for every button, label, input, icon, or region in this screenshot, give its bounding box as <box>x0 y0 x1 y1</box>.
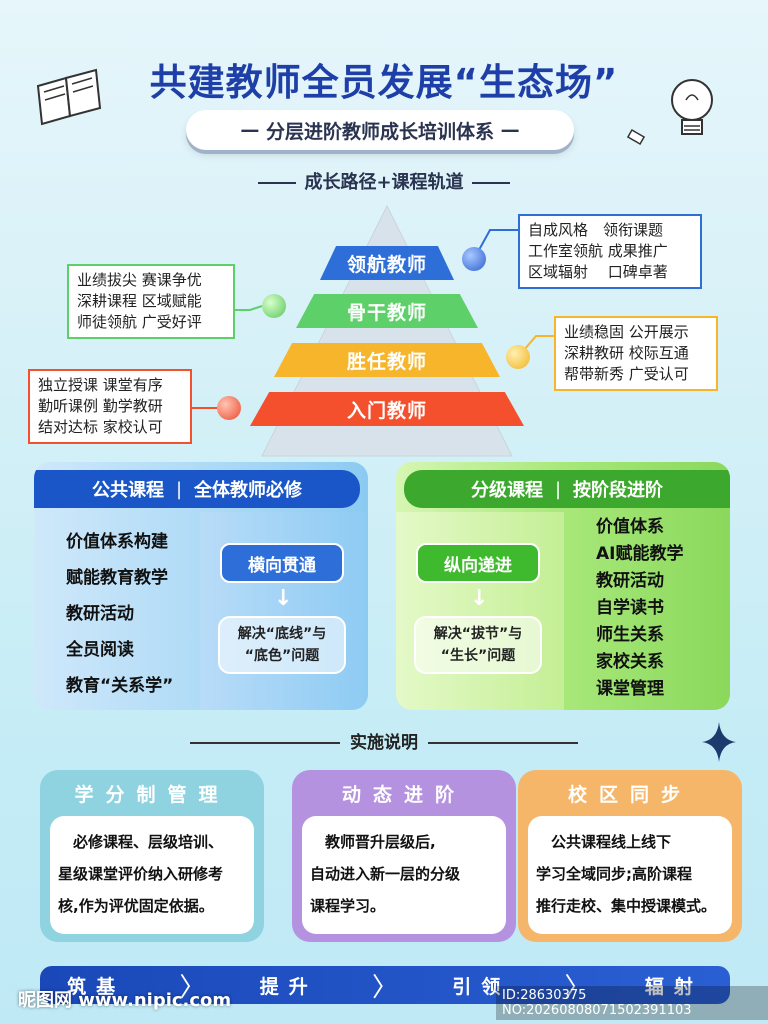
watermark-right: ID:28630375 NO:20260808071502391103 <box>496 986 768 1020</box>
note-line: 勤听课例 勤学教研 <box>38 397 163 415</box>
card-body: 必修课程、层级培训、 星级课堂评价纳入研修考 核,作为评优固定依据。 <box>50 816 254 934</box>
subtitle-pill: — 分层进阶教师成长培训体系 — <box>186 110 574 150</box>
step-improve: 提升 <box>259 975 318 998</box>
card-line: 核,作为评优固定依据。 <box>58 897 214 915</box>
pyramid-level-competent: 胜任教师 <box>274 343 500 377</box>
note-line: 帮带新秀 广受认可 <box>564 365 689 383</box>
pyramid-level-backbone: 骨干教师 <box>296 294 478 328</box>
implementation-title-text: 实施说明 <box>350 733 418 753</box>
note-line: 业绩拔尖 赛课争优 <box>77 271 202 289</box>
graded-solve-box: 解决“拔节”与 “生长”问题 <box>414 616 542 674</box>
card-campus-sync: 校区同步 公共课程线上线下 学习全域同步;高阶课程 推行走校、集中授课模式。 <box>518 770 742 942</box>
public-course-column <box>200 512 368 710</box>
list-item: 教育“关系学” <box>66 676 174 696</box>
note-line: 深耕课程 区域赋能 <box>77 292 202 310</box>
arrow-down-icon: ↓ <box>470 586 489 611</box>
horizontal-tag: 横向贯通 <box>220 543 344 583</box>
list-item: 课堂管理 <box>596 679 664 699</box>
ball-icon <box>262 294 286 318</box>
card-body: 教师晋升层级后, 自动进入新一层的分级 课程学习。 <box>302 816 506 934</box>
step-lead: 引领 <box>452 975 511 998</box>
watermark-left: 昵图网 www.nipic.com <box>18 990 232 1011</box>
card-body: 公共课程线上线下 学习全域同步;高阶课程 推行走校、集中授课模式。 <box>528 816 732 934</box>
card-line: 公共课程线上线下 <box>536 833 672 851</box>
card-line: 教师晋升层级后, <box>310 833 436 851</box>
vertical-tag: 纵向递进 <box>416 543 540 583</box>
implementation-title: 实施说明 <box>0 728 768 753</box>
card-line: 课程学习。 <box>310 897 386 915</box>
note-line: 业绩稳固 公开展示 <box>564 323 689 341</box>
note-line: 师徒领航 广受好评 <box>77 313 202 331</box>
solve-line: 解决“拔节”与 <box>433 626 523 642</box>
solve-line: 解决“底线”与 <box>237 626 327 642</box>
card-line: 自动进入新一层的分级 <box>310 865 461 883</box>
note-line: 深耕教研 校际互通 <box>564 344 689 362</box>
page-title: 共建教师全员发展“生态场” <box>149 61 619 104</box>
public-course-list: 价值体系构建 赋能教育教学 教研活动 全员阅读 教育“关系学” <box>66 524 173 704</box>
note-navigator: 自成风格 领衔课题 工作室领航 成果推广 区域辐射 口碑卓著 <box>518 214 702 289</box>
note-line: 独立授课 课堂有序 <box>38 376 163 394</box>
public-course-panel: 公共课程 | 全体教师必修 价值体系构建 赋能教育教学 教研活动 全员阅读 教育… <box>34 462 368 710</box>
course-desc: 按阶段进阶 <box>573 480 664 501</box>
book-icon <box>36 68 102 126</box>
solve-line: “底色”问题 <box>244 648 320 664</box>
note-backbone: 业绩拔尖 赛课争优 深耕课程 区域赋能 师徒领航 广受好评 <box>67 264 235 339</box>
pyramid-level-entry: 入门教师 <box>250 392 524 426</box>
course-name: 分级课程 <box>470 480 543 501</box>
arrow-down-icon: ↓ <box>274 586 293 611</box>
card-line: 必修课程、层级培训、 <box>58 833 224 851</box>
section-title-text: 成长路径+课程轨道 <box>304 172 464 193</box>
note-entry: 独立授课 课堂有序 勤听课例 勤学教研 结对达标 家校认可 <box>28 369 192 444</box>
note-line: 区域辐射 口碑卓著 <box>528 263 668 281</box>
card-line: 学习全域同步;高阶课程 <box>536 865 692 883</box>
subtitle-text: 分层进阶教师成长培训体系 <box>265 120 494 143</box>
graded-course-panel: 分级课程 | 按阶段进阶 价值体系 AI赋能教学 教研活动 自学读书 师生关系 … <box>396 462 730 710</box>
course-desc: 全体教师必修 <box>194 480 303 501</box>
note-competent: 业绩稳固 公开展示 深耕教研 校际互通 帮带新秀 广受认可 <box>554 316 718 391</box>
list-item: 赋能教育教学 <box>66 568 168 588</box>
solve-line: “生长”问题 <box>440 648 516 664</box>
public-solve-box: 解决“底线”与 “底色”问题 <box>218 616 346 674</box>
lightbulb-icon <box>671 79 713 135</box>
list-item: 价值体系 <box>596 517 664 537</box>
note-line: 自成风格 领衔课题 <box>528 221 664 239</box>
list-item: 家校关系 <box>596 652 664 672</box>
sparkle-icon <box>702 722 736 762</box>
section-title: 成长路径+课程轨道 <box>0 168 768 194</box>
note-line: 工作室领航 成果推广 <box>528 242 668 260</box>
card-line: 星级课堂评价纳入研修考 <box>58 865 224 883</box>
graded-course-header: 分级课程 | 按阶段进阶 <box>404 470 730 508</box>
public-course-header: 公共课程 | 全体教师必修 <box>34 470 360 508</box>
note-line: 结对达标 家校认可 <box>38 418 163 436</box>
step-radiate: 辐射 <box>644 975 703 998</box>
course-name: 公共课程 <box>91 480 164 501</box>
chevron-right-icon: 〉 <box>371 972 398 1003</box>
separator: | <box>175 478 183 500</box>
pyramid-level-navigator: 领航教师 <box>320 246 454 280</box>
ball-icon <box>506 345 530 369</box>
ball-icon <box>462 247 486 271</box>
card-title: 学分制管理 <box>74 783 230 806</box>
progress-steps-bar: 筑基 〉 提升 〉 引领 〉 辐射 <box>40 966 730 1004</box>
list-item: 价值体系构建 <box>66 532 168 552</box>
list-item: 自学读书 <box>596 598 664 618</box>
chevron-right-icon: 〉 <box>179 972 206 1003</box>
list-item: 师生关系 <box>596 625 664 645</box>
list-item: 全员阅读 <box>66 640 134 660</box>
pencil-icon <box>626 129 646 145</box>
card-title: 动态进阶 <box>341 783 466 806</box>
list-item: AI赋能教学 <box>596 544 684 564</box>
graded-course-column <box>396 512 564 710</box>
chevron-right-icon: 〉 <box>564 972 591 1003</box>
list-item: 教研活动 <box>596 571 664 591</box>
card-credit-management: 学分制管理 必修课程、层级培训、 星级课堂评价纳入研修考 核,作为评优固定依据。 <box>40 770 264 942</box>
step-foundation: 筑基 <box>67 975 126 998</box>
graded-course-list: 价值体系 AI赋能教学 教研活动 自学读书 师生关系 家校关系 课堂管理 <box>596 514 683 703</box>
ball-icon <box>217 396 241 420</box>
card-title: 校区同步 <box>567 783 692 806</box>
list-item: 教研活动 <box>66 604 134 624</box>
card-dynamic-advance: 动态进阶 教师晋升层级后, 自动进入新一层的分级 课程学习。 <box>292 770 516 942</box>
separator: | <box>554 478 562 500</box>
card-line: 推行走校、集中授课模式。 <box>536 897 717 915</box>
